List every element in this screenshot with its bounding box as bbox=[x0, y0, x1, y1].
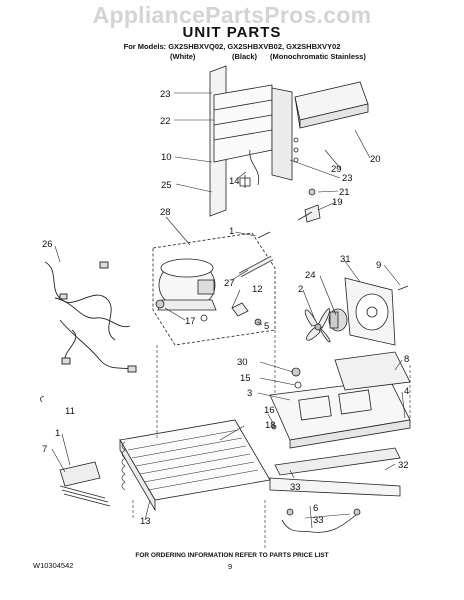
callout-29: 29 bbox=[331, 164, 342, 175]
clip-19 bbox=[297, 188, 321, 223]
callout-23: 23 bbox=[160, 89, 171, 100]
callout-23b: 23 bbox=[342, 173, 353, 184]
color-mono: (Monochromatic Stainless) bbox=[270, 52, 366, 61]
callout-7: 7 bbox=[42, 444, 47, 455]
callout-9: 9 bbox=[376, 260, 381, 271]
callout-14: 14 bbox=[229, 176, 240, 187]
screw-1 bbox=[257, 231, 271, 239]
callout-5: 5 bbox=[264, 321, 269, 332]
callout-18: 18 bbox=[265, 420, 276, 431]
callout-22: 22 bbox=[160, 116, 171, 127]
wire-11 bbox=[40, 395, 45, 403]
callout-27: 27 bbox=[224, 278, 235, 289]
callout-25: 25 bbox=[161, 180, 172, 191]
callout-12: 12 bbox=[252, 284, 263, 295]
ordering-note: FOR ORDERING INFORMATION REFER TO PARTS … bbox=[135, 552, 329, 559]
callout-13: 13 bbox=[140, 516, 151, 527]
color-white: (White) bbox=[170, 52, 196, 61]
callout-28: 28 bbox=[160, 207, 171, 218]
callout-1b: 1 bbox=[55, 428, 60, 439]
callout-33b: 33 bbox=[313, 515, 324, 526]
callout-24: 24 bbox=[305, 270, 316, 281]
compressor-assembly bbox=[152, 232, 276, 346]
leader-lines bbox=[132, 330, 411, 550]
page-title: UNIT PARTS bbox=[182, 24, 282, 41]
wire-6 bbox=[281, 514, 357, 533]
fan-blade bbox=[304, 308, 331, 343]
condenser-coil bbox=[119, 419, 271, 512]
callout-32: 32 bbox=[398, 460, 409, 471]
grommet-33a bbox=[286, 508, 294, 516]
callout-6: 6 bbox=[313, 503, 318, 514]
fan-shroud bbox=[344, 277, 396, 346]
bracket-20 bbox=[294, 81, 369, 129]
screw-9 bbox=[397, 285, 409, 291]
fan-motor bbox=[328, 308, 348, 332]
callout-3: 3 bbox=[247, 388, 252, 399]
callout-33a: 33 bbox=[290, 482, 301, 493]
wiring-harness bbox=[44, 261, 137, 373]
callout-4: 4 bbox=[404, 386, 409, 397]
condenser-panel bbox=[209, 65, 299, 217]
callout-leaders bbox=[51, 92, 406, 529]
callout-26: 26 bbox=[42, 239, 53, 250]
callout-1a: 1 bbox=[229, 226, 234, 237]
callout-15: 15 bbox=[240, 373, 251, 384]
callout-10: 10 bbox=[161, 152, 172, 163]
callout-20: 20 bbox=[370, 154, 381, 165]
callout-11: 11 bbox=[65, 406, 75, 417]
base-pan bbox=[269, 351, 411, 449]
callout-31: 31 bbox=[340, 254, 351, 265]
terminal-block bbox=[59, 461, 111, 507]
page-number: 9 bbox=[228, 562, 233, 571]
callout-17: 17 bbox=[185, 316, 196, 327]
callout-labels: 23 22 10 14 25 20 29 23 21 19 28 1 26 27… bbox=[42, 89, 409, 527]
color-black: (Black) bbox=[232, 52, 258, 61]
callout-16: 16 bbox=[264, 405, 275, 416]
watermark: AppliancePartsPros.com bbox=[92, 2, 372, 28]
model-list: For Models: GX2SHBXVQ02, GX2SHBXVB02, GX… bbox=[123, 42, 341, 51]
rail-32 bbox=[269, 447, 401, 497]
grommet-33b bbox=[353, 508, 361, 516]
callout-30: 30 bbox=[237, 357, 248, 368]
document-number: W10304542 bbox=[33, 561, 74, 570]
callout-19: 19 bbox=[332, 197, 343, 208]
callout-8: 8 bbox=[404, 354, 409, 365]
callout-2: 2 bbox=[298, 284, 303, 295]
callout-21: 21 bbox=[339, 187, 350, 198]
